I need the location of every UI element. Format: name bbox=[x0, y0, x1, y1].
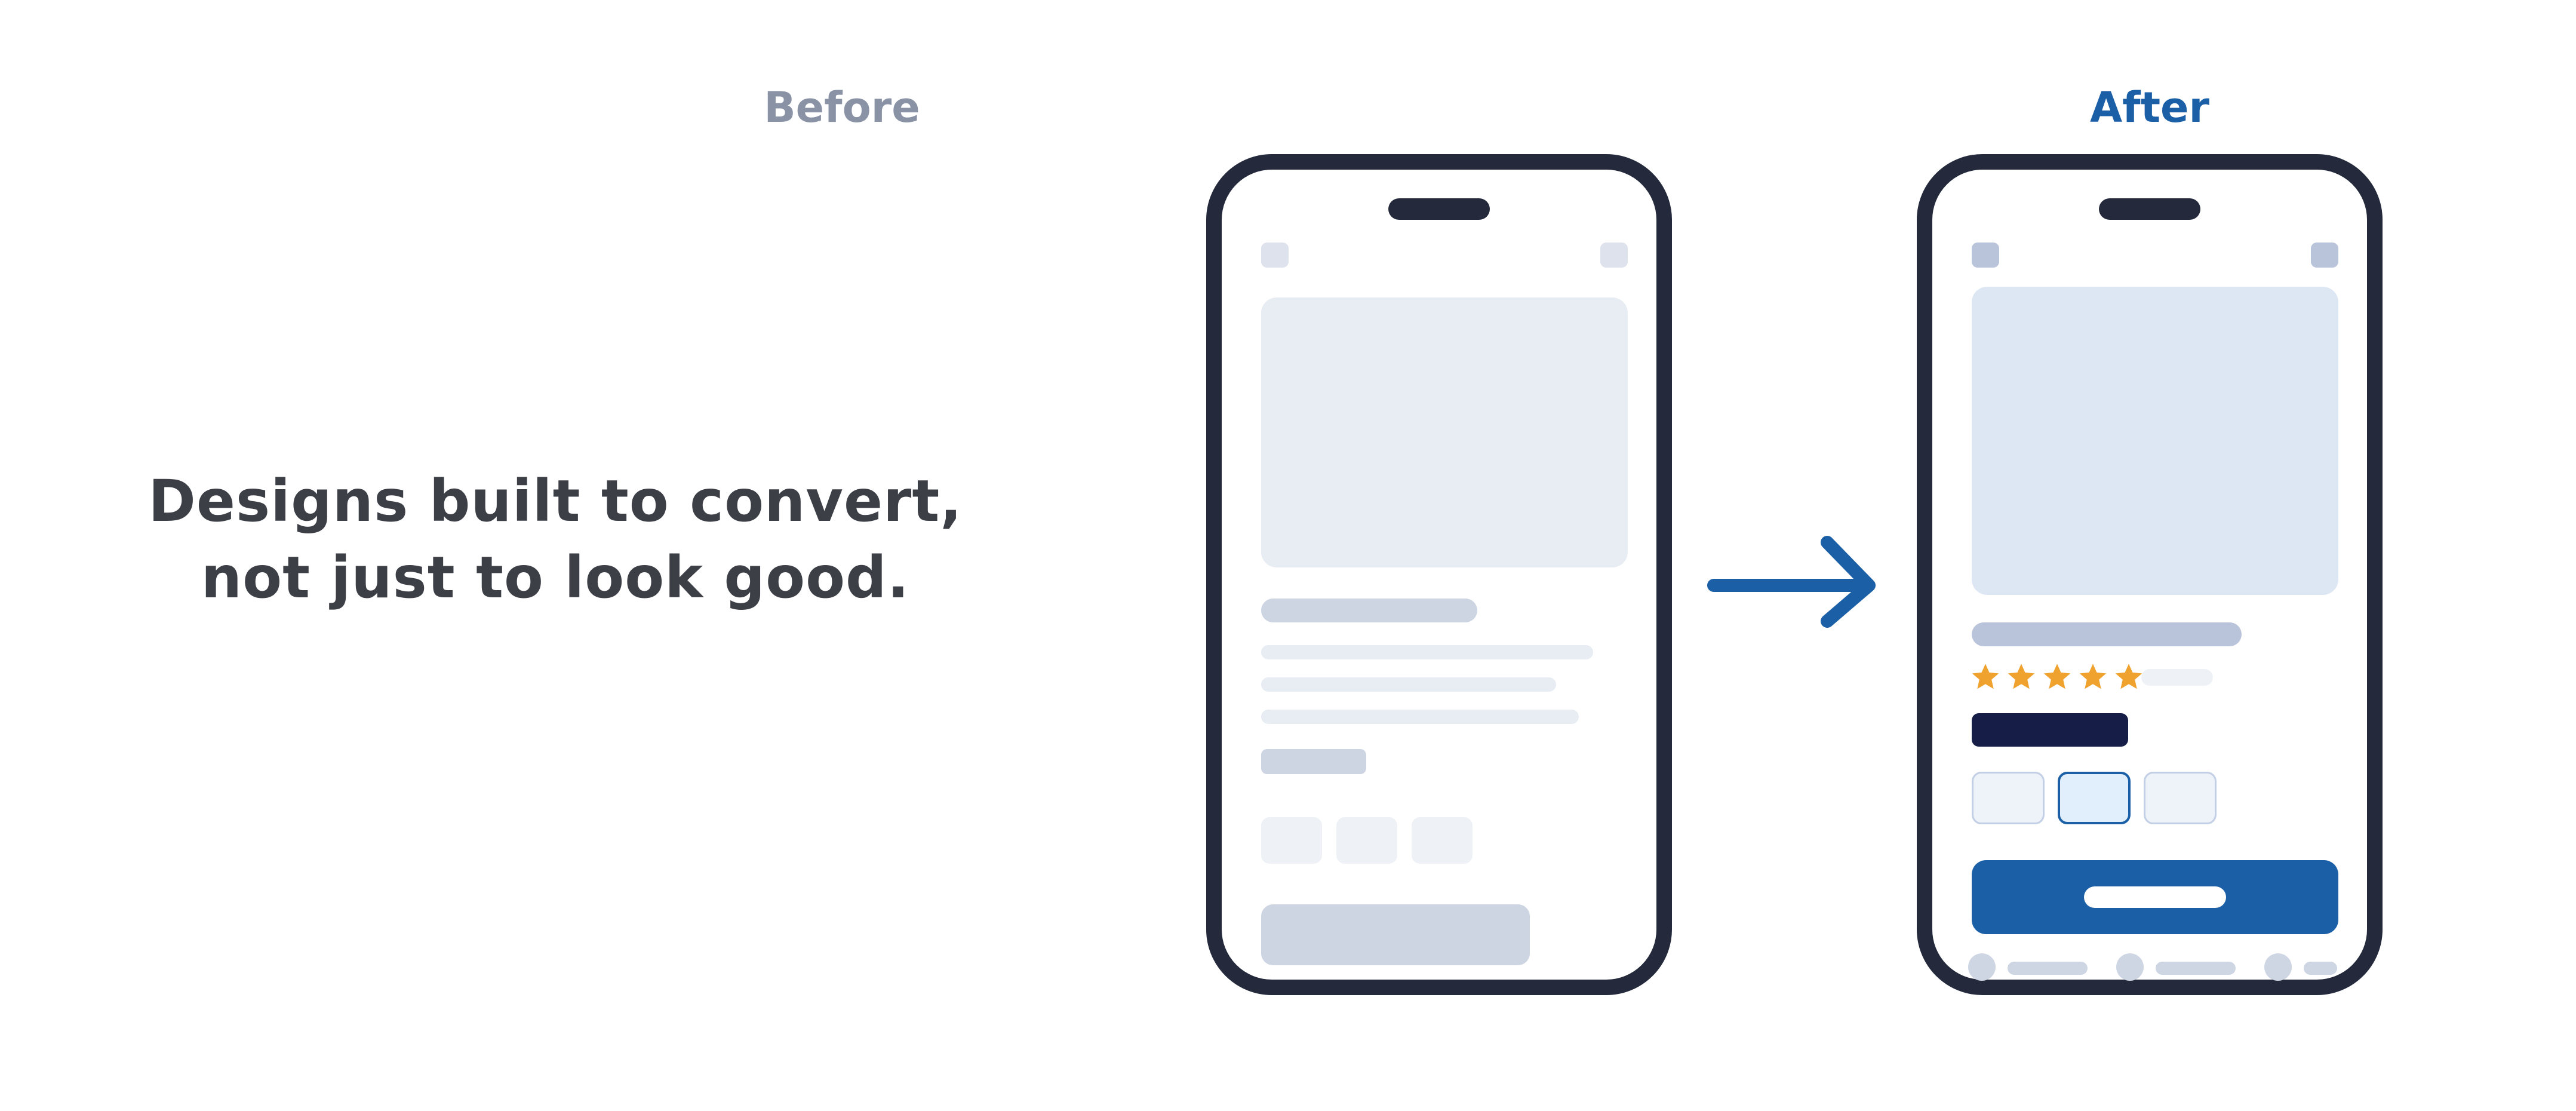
after-cta-button bbox=[1972, 860, 2338, 934]
after-caption: After bbox=[2089, 83, 2210, 132]
star-icon bbox=[1972, 664, 1999, 689]
after-product-image-placeholder bbox=[1972, 287, 2338, 595]
before-text-line-1 bbox=[1261, 645, 1593, 659]
after-nav-label-3 bbox=[2304, 962, 2337, 975]
after-title-placeholder bbox=[1972, 622, 2242, 646]
before-text-line-2 bbox=[1261, 677, 1556, 692]
before-text-line-3 bbox=[1261, 710, 1579, 724]
after-top-right-icon bbox=[2311, 243, 2338, 268]
after-phone-mockup bbox=[1917, 154, 2383, 995]
before-cta-button bbox=[1261, 904, 1530, 965]
after-nav-label-2 bbox=[2156, 962, 2236, 975]
star-icon bbox=[2043, 664, 2071, 689]
phone-notch bbox=[2099, 198, 2200, 220]
after-top-left-icon bbox=[1972, 243, 1999, 268]
headline: Designs built to convert, not just to lo… bbox=[137, 463, 973, 616]
before-option-2 bbox=[1336, 817, 1397, 864]
after-review-count-placeholder bbox=[2141, 669, 2213, 686]
before-option-3 bbox=[1412, 817, 1473, 864]
arrow-right-icon bbox=[1707, 536, 1876, 628]
phone-notch bbox=[1388, 198, 1490, 220]
after-option-2-selected bbox=[2058, 772, 2131, 824]
before-price-placeholder bbox=[1261, 749, 1366, 774]
before-top-left-icon bbox=[1261, 243, 1289, 268]
before-product-image-placeholder bbox=[1261, 297, 1628, 567]
before-option-1 bbox=[1261, 817, 1322, 864]
before-caption: Before bbox=[764, 83, 920, 132]
after-nav-label-1 bbox=[2008, 962, 2088, 975]
before-top-right-icon bbox=[1600, 243, 1628, 268]
after-nav-dot-1 bbox=[1968, 953, 1996, 981]
after-cta-label-placeholder bbox=[2084, 886, 2226, 908]
headline-line-2: not just to look good. bbox=[201, 544, 910, 611]
after-option-1 bbox=[1972, 772, 2045, 824]
before-phone-mockup bbox=[1206, 154, 1672, 995]
headline-line-1: Designs built to convert, bbox=[148, 468, 963, 535]
star-icon bbox=[2115, 664, 2142, 689]
star-icon bbox=[2079, 664, 2107, 689]
after-nav-dot-2 bbox=[2116, 953, 2144, 981]
after-nav-dot-3 bbox=[2264, 953, 2292, 981]
after-price-tag bbox=[1972, 713, 2128, 747]
before-title-placeholder bbox=[1261, 599, 1477, 622]
after-option-3 bbox=[2144, 772, 2217, 824]
star-icon bbox=[2008, 664, 2035, 689]
